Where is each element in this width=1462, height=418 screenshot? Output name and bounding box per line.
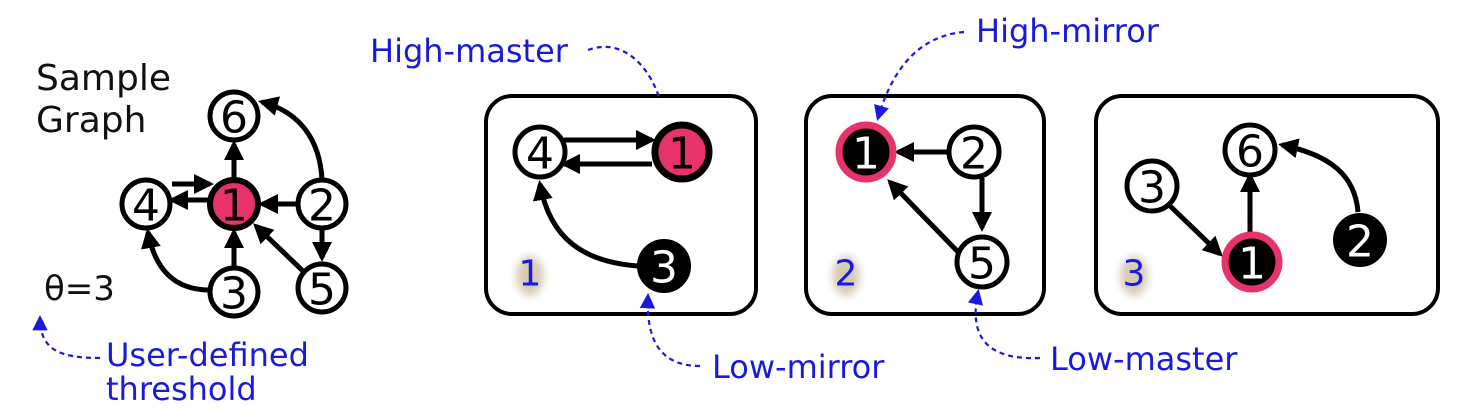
high-master-callout (587, 45, 662, 101)
p2-node-2-label: 2 (960, 129, 988, 180)
p1-node-4: 4 (512, 124, 568, 180)
p2-node-2: 2 (946, 124, 1002, 180)
sample-node-2: 2 (295, 177, 349, 232)
p1-node-3-label: 3 (650, 243, 678, 294)
partition-3-number-shadow (1120, 256, 1148, 296)
sample-node-3-label: 3 (220, 269, 248, 320)
partition-1-number-shadow (516, 256, 544, 296)
p3-node-1-label: 1 (1238, 239, 1266, 290)
sample-graph-edges (141, 96, 332, 293)
p2-node-5-label: 5 (968, 239, 996, 290)
partition-2-number-shadow (832, 256, 860, 296)
p1-node-1: 1 (651, 121, 713, 183)
user-defined-line2: threshold (106, 370, 257, 408)
p3-node-6-label: 6 (1236, 127, 1264, 178)
sample-node-4: 4 (119, 177, 173, 232)
sample-node-1: 1 (207, 177, 261, 232)
p2-edge-5-1 (887, 179, 962, 256)
edge-2-6 (258, 96, 325, 181)
low-master-label: Low-master (1050, 340, 1238, 378)
p3-node-6: 6 (1222, 122, 1278, 178)
low-mirror-callout (639, 292, 701, 368)
sample-node-5: 5 (295, 261, 349, 316)
threshold-label: θ=3 (44, 269, 115, 309)
partition-3-number: 3 (1123, 254, 1146, 295)
sample-node-6-label: 6 (220, 93, 248, 144)
sample-node-5-label: 5 (308, 265, 336, 316)
p3-node-3-label: 3 (1138, 163, 1166, 214)
p1-node-3: 3 (637, 239, 691, 294)
sample-node-4-label: 4 (132, 181, 160, 232)
sample-node-3: 3 (207, 265, 261, 320)
p3-node-2-label: 2 (1346, 217, 1374, 268)
low-mirror-label: Low-mirror (712, 348, 885, 386)
p3-node-1: 1 (1221, 231, 1283, 293)
high-master-label: High-master (370, 32, 569, 70)
p3-node-3: 3 (1124, 158, 1180, 214)
low-master-callout (967, 288, 1041, 360)
edge-5-1 (253, 223, 306, 274)
p1-node-4-label: 4 (526, 129, 554, 180)
p3-edge-3-1 (1166, 202, 1223, 257)
p2-node-5: 5 (954, 234, 1010, 290)
user-defined-line1: User-defined (106, 336, 309, 374)
p2-node-1: 1 (835, 121, 897, 183)
sample-node-2-label: 2 (308, 181, 336, 232)
sample-node-6: 6 (207, 89, 261, 144)
sample-graph-title-line1: Sample (36, 58, 171, 99)
threshold-callout-arrow (32, 314, 101, 360)
p1-node-1-label: 1 (668, 129, 696, 180)
high-mirror-label: High-mirror (976, 12, 1160, 50)
p3-edge-2-6 (1278, 138, 1361, 213)
partition-1-number: 1 (519, 254, 542, 295)
p1-edge-3-4 (532, 180, 639, 269)
edge-3-4 (141, 228, 211, 293)
sample-node-1-label: 1 (220, 181, 248, 232)
p3-node-2: 2 (1333, 213, 1387, 268)
partition-2-number: 2 (835, 254, 858, 295)
sample-graph-title-line2: Graph (36, 100, 146, 141)
p2-node-1-label: 1 (852, 129, 880, 180)
